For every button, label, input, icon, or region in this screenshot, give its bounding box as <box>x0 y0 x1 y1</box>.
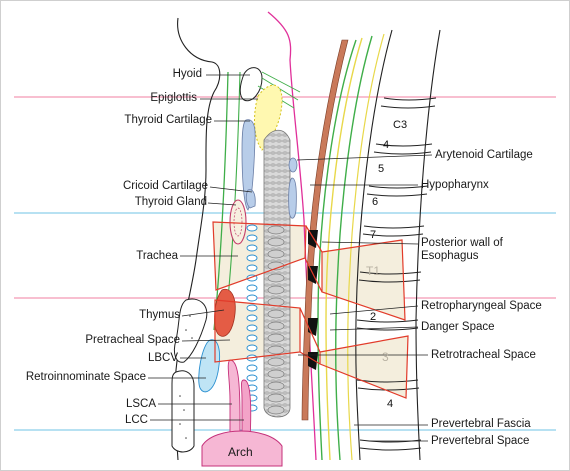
label-epiglottis: Epiglottis <box>150 92 197 105</box>
label-retropharyngeal-space: Retropharyngeal Space <box>421 300 542 313</box>
hypopharynx-wall <box>289 178 297 218</box>
vertebra-t1: T1 <box>366 264 380 278</box>
vertebra-c7: 7 <box>370 229 376 241</box>
sternum-body <box>172 371 194 452</box>
vertebra-c4: 4 <box>383 139 389 151</box>
vertebra-t3: 3 <box>382 350 389 364</box>
label-arytenoid-cartilage: Arytenoid Cartilage <box>435 149 533 162</box>
label-pretracheal-space: Pretracheal Space <box>85 334 180 347</box>
vertebra-t2: 2 <box>370 311 376 323</box>
vertebra-c5: 5 <box>378 163 384 175</box>
label-lsca: LSCA <box>126 398 156 411</box>
label-lbcv: LBCV <box>148 352 178 365</box>
label-lcc: LCC <box>125 414 148 427</box>
label-danger-space: Danger Space <box>421 321 495 334</box>
vertebra-t4: 4 <box>387 398 393 410</box>
label-prevertebral-space: Prevertebral Space <box>431 435 529 448</box>
label-thyroid-cartilage: Thyroid Cartilage <box>124 114 212 127</box>
label-posterior-wall-1: Posterior wall of <box>421 237 503 250</box>
arytenoid-cartilage <box>289 158 297 172</box>
vertebra-c3: C3 <box>393 119 407 131</box>
vertebra-c6: 6 <box>372 196 378 208</box>
label-hyoid: Hyoid <box>173 68 202 81</box>
label-retroinnominate-space: Retroinnominate Space <box>26 371 146 384</box>
label-retrotracheal-space: Retrotracheal Space <box>431 349 536 362</box>
label-posterior-wall-2: Esophagus <box>421 250 479 263</box>
label-trachea: Trachea <box>136 250 178 263</box>
label-thymus: Thymus <box>139 309 180 322</box>
lbcv-vein <box>199 340 220 392</box>
thyroid-gland <box>230 200 246 244</box>
cricoid-cartilage <box>246 190 255 208</box>
label-hypopharynx: Hypopharynx <box>421 179 489 192</box>
label-arch: Arch <box>228 446 253 459</box>
label-thyroid-gland: Thyroid Gland <box>135 196 207 209</box>
label-prevertebral-fascia: Prevertebral Fascia <box>431 418 531 431</box>
label-cricoid-cartilage: Cricoid Cartilage <box>123 180 208 193</box>
lsca-artery <box>228 360 240 440</box>
